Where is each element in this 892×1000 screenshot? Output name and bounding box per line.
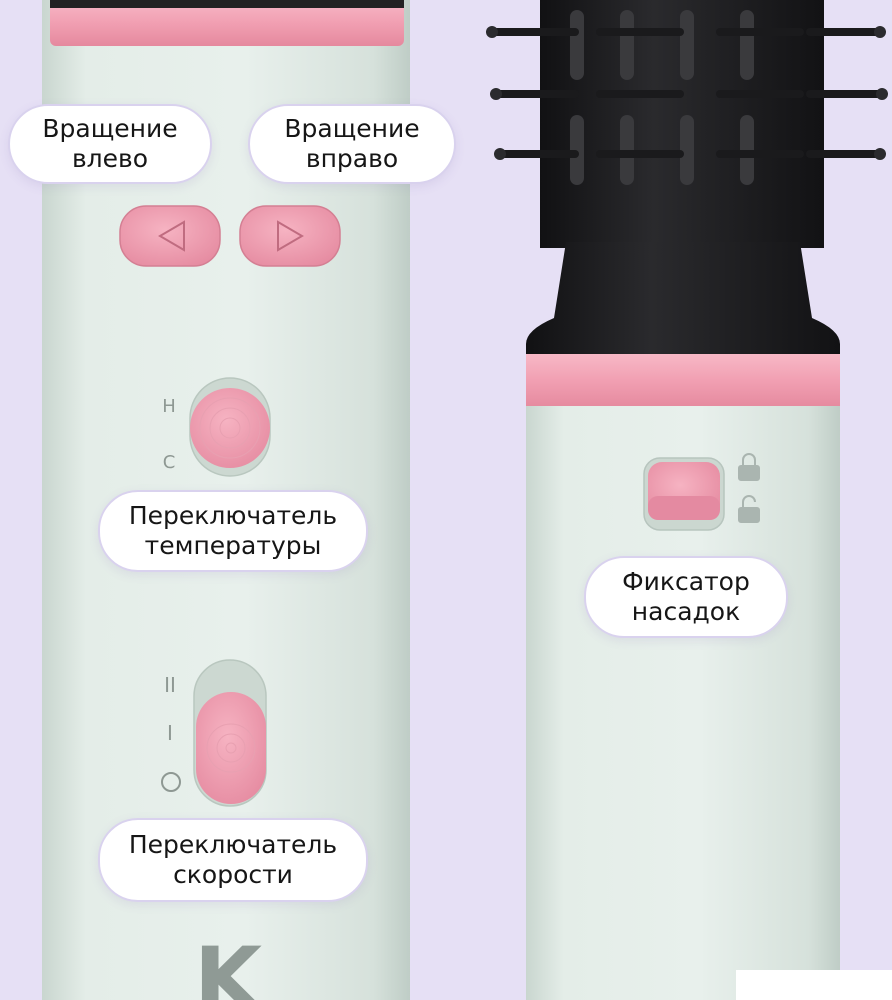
temp-mark-low: С <box>163 452 176 473</box>
temp-mark-high: Н <box>162 396 176 417</box>
label-rotate-left-line2: влево <box>71 144 149 173</box>
label-speed-switch-line2: скорости <box>173 860 293 889</box>
right-pink-ring <box>526 354 840 408</box>
bottom-right-white-strip <box>736 970 892 1000</box>
brush-neck <box>526 242 840 356</box>
bristle-tips <box>486 26 888 160</box>
label-speed-switch: Переключатель скорости <box>98 818 368 902</box>
label-rotate-left: Вращение влево <box>8 104 212 184</box>
label-temp-switch-line1: Переключатель <box>128 501 338 530</box>
brush-bristles <box>488 28 886 158</box>
speed-mark-two: II <box>164 673 176 697</box>
rotate-left-button[interactable] <box>119 205 221 267</box>
label-attachment-lock: Фиксатор насадок <box>584 556 788 638</box>
speed-switch-knob[interactable] <box>196 692 266 804</box>
label-rotate-right-line2: вправо <box>305 144 399 173</box>
left-top-dark-edge <box>50 0 404 8</box>
right-device <box>486 0 888 1000</box>
triangle-right-icon <box>277 220 304 252</box>
left-top-pink-ring <box>50 0 404 46</box>
label-speed-switch-line1: Переключатель <box>128 830 338 859</box>
label-attachment-lock-line1: Фиксатор <box>622 567 750 596</box>
label-rotate-right-line1: Вращение <box>284 114 420 143</box>
label-temp-switch: Переключатель температуры <box>98 490 368 572</box>
label-rotate-left-line1: Вращение <box>42 114 178 143</box>
temp-switch-knob[interactable] <box>190 388 270 468</box>
label-attachment-lock-line2: насадок <box>631 597 741 626</box>
padlock-closed-icon <box>738 453 760 481</box>
triangle-left-icon <box>158 220 185 252</box>
attachment-lock-button[interactable] <box>648 462 720 520</box>
label-rotate-right: Вращение вправо <box>248 104 456 184</box>
circle-outline-icon <box>161 772 181 792</box>
padlock-open-icon <box>738 495 760 523</box>
brand-fragment: K <box>194 928 265 1000</box>
speed-mark-one: I <box>167 721 173 745</box>
rotate-right-button[interactable] <box>239 205 341 267</box>
label-temp-switch-line2: температуры <box>144 531 322 560</box>
